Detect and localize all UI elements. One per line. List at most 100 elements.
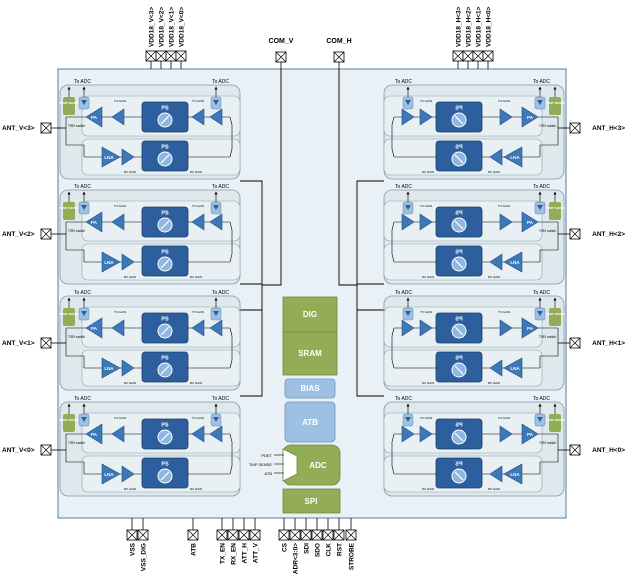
ant-v-pad[interactable] (40, 228, 52, 240)
lna-label: LNA (104, 155, 114, 160)
tx-gain-label: TX GAIN (420, 310, 432, 314)
ant-h-pad[interactable] (569, 337, 581, 349)
rx-gain-label: RX GAIN (124, 170, 136, 174)
ant-h-pad[interactable] (569, 444, 581, 456)
tx-gain-label: TX GAIN (114, 416, 126, 420)
trx-switch-label: T/RX switch (68, 335, 85, 339)
com-v-pin[interactable]: COM_V (269, 38, 294, 69)
trx-switch-label: T/RX switch (539, 335, 556, 339)
top-pin-label: VDD18_H<1> (476, 6, 483, 47)
pa-label: PA (527, 220, 534, 225)
bottom-pin[interactable] (322, 529, 334, 541)
to-adc-label: To ADC (212, 184, 229, 190)
trx-switch-label: T/RX switch (68, 229, 85, 233)
top-pin[interactable] (165, 50, 177, 62)
ant-h-pad[interactable] (569, 228, 581, 240)
bottom-pin[interactable] (345, 529, 357, 541)
bottom-pin-label: VSS_DIG (141, 543, 148, 571)
bottom-pin[interactable] (289, 529, 301, 541)
to-adc-label: To ADC (74, 184, 91, 190)
top-pin[interactable] (482, 50, 494, 62)
ant-v-label: ANT_V<1> (2, 340, 35, 347)
trx-switch-label: T/RX switch (539, 124, 556, 128)
temp-sense-label: TEMP SENSE (59, 418, 78, 422)
lna-label: LNA (510, 366, 520, 371)
rx-gain-label: RX GAIN (488, 275, 500, 279)
top-pin[interactable] (452, 50, 464, 62)
rx-gain-label: RX GAIN (124, 381, 136, 385)
temp-sense-label: TEMP SENSE (545, 101, 564, 105)
top-pin-label: VDD18_V<0> (179, 7, 186, 47)
bottom-pin[interactable] (126, 529, 138, 541)
spi-label: SPI (305, 497, 318, 506)
to-adc-label: To ADC (395, 290, 412, 296)
ant-v-pad[interactable] (40, 444, 52, 456)
com-routing (240, 69, 384, 397)
tx-gain-label: TX GAIN (114, 204, 126, 208)
lna-label: LNA (104, 472, 114, 477)
ant-h-label: ANT_H<0> (592, 447, 625, 454)
ant-v-pin: ANT_V<0> (2, 444, 66, 456)
rx-gain-label: RX GAIN (422, 275, 434, 279)
temp-sense-label: TEMP SENSE (545, 206, 564, 210)
adc-input-tmp-sense: TMP SENSE (249, 462, 272, 467)
rx-gain-label: RX GAIN (190, 381, 202, 385)
adc-input-pdet: PDET (261, 453, 272, 458)
pa-label: PA (91, 115, 98, 120)
to-adc-label: To ADC (74, 290, 91, 296)
ant-v-pad[interactable] (40, 122, 52, 134)
top-pin[interactable] (155, 50, 167, 62)
bottom-pin-label: CS (282, 542, 289, 552)
ant-h-label: ANT_H<1> (592, 340, 625, 347)
ant-v-label: ANT_V<2> (2, 231, 35, 238)
bottom-pin[interactable] (227, 529, 239, 541)
ps-label: PS (455, 211, 463, 217)
rx-gain-label: RX GAIN (124, 275, 136, 279)
channel-blocks: PS PS To ADC To ADC TEMP SENSE PA LNA T/RX swit… (59, 79, 565, 497)
bottom-pin[interactable] (333, 529, 345, 541)
top-pin[interactable] (462, 50, 474, 62)
ant-h-pad[interactable] (569, 122, 581, 134)
bottom-pin-label: ATT_V (253, 542, 260, 563)
sram-block: SRAM (282, 331, 338, 376)
bottom-pin[interactable] (278, 529, 290, 541)
ant-h-pin: ANT_H<3> (558, 122, 625, 134)
top-pin[interactable] (175, 50, 187, 62)
bottom-pin[interactable] (238, 529, 250, 541)
bottom-pin-label: RST (337, 543, 344, 556)
rx-gain-label: RX GAIN (190, 487, 202, 491)
bottom-pin[interactable] (249, 529, 261, 541)
bottom-pin[interactable] (216, 529, 228, 541)
top-pin[interactable] (472, 50, 484, 62)
temp-sense-label: TEMP SENSE (545, 312, 564, 316)
to-adc-label: To ADC (212, 79, 229, 85)
ant-v-pad[interactable] (40, 337, 52, 349)
ps-label: PS (455, 462, 463, 468)
top-pin-label: VDD18_H<2> (466, 6, 473, 47)
to-adc-label: To ADC (533, 79, 550, 85)
bottom-pin-label: RX_EN (231, 543, 238, 565)
top-pin-label: VDD18_V<1> (169, 7, 176, 47)
bottom-pin[interactable] (300, 529, 312, 541)
dig-label: DIG (303, 310, 317, 319)
ps-label: PS (161, 462, 169, 468)
ps-label: PS (455, 423, 463, 429)
top-pin-label: VDD18_V<3> (149, 7, 156, 47)
top-pin[interactable] (145, 50, 157, 62)
ps-label: PS (161, 250, 169, 256)
to-adc-label: To ADC (395, 79, 412, 85)
tx-gain-label: TX GAIN (192, 99, 204, 103)
bottom-pin-label: ATB (191, 543, 198, 556)
pa-label: PA (91, 326, 98, 331)
bottom-pin[interactable] (311, 529, 323, 541)
com-h-pin[interactable]: COM_H (326, 38, 352, 69)
ps-label: PS (161, 317, 169, 323)
ant-v-pin: ANT_V<3> (2, 122, 66, 134)
bottom-pin[interactable] (137, 529, 149, 541)
bottom-pin[interactable] (187, 529, 199, 541)
ps-label: PS (161, 145, 169, 151)
rx-gain-label: RX GAIN (124, 487, 136, 491)
tx-gain-label: TX GAIN (420, 204, 432, 208)
